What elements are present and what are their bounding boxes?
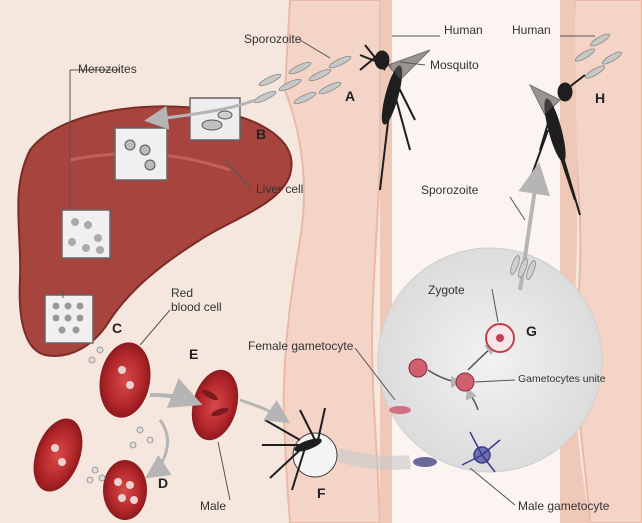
label-sporozoite-top: Sporozoite bbox=[244, 33, 301, 46]
stage-letter-a: A bbox=[345, 90, 355, 103]
red-blood-cell-d bbox=[103, 460, 147, 520]
female-gametocyte-cell bbox=[409, 359, 427, 377]
stage-letter-b: B bbox=[256, 128, 266, 141]
stage-letter-d: D bbox=[158, 477, 168, 490]
label-human-left: Human bbox=[444, 24, 483, 37]
stage-letter-g: G bbox=[526, 325, 537, 338]
label-female-gametocyte: Female gametocyte bbox=[248, 340, 353, 353]
label-mosquito: Mosquito bbox=[430, 59, 479, 72]
label-male-bottom: Male bbox=[200, 500, 226, 513]
label-liver-cell: Liver cell bbox=[256, 183, 303, 196]
label-male-gametocyte: Male gametocyte bbox=[518, 500, 609, 513]
label-red-blood-cell-1: Red bbox=[171, 287, 193, 300]
label-human-right: Human bbox=[512, 24, 551, 37]
gametocyte-union-cell bbox=[456, 373, 474, 391]
label-merozoites: Merozoites bbox=[78, 63, 137, 76]
stage-letter-f: F bbox=[317, 487, 326, 500]
female-gametocyte-body bbox=[389, 406, 411, 414]
label-red-blood-cell-2: blood cell bbox=[171, 301, 222, 314]
label-sporozoite-right: Sporozoite bbox=[421, 184, 478, 197]
stage-letter-e: E bbox=[189, 348, 198, 361]
liver-cell-box-3 bbox=[62, 210, 110, 258]
label-gametocytes-unite: Gametocytes unite bbox=[518, 373, 606, 386]
liver-cell-box-2 bbox=[115, 128, 167, 180]
label-zygote: Zygote bbox=[428, 284, 465, 297]
liver-cell-box-b bbox=[190, 98, 240, 140]
stage-letter-h: H bbox=[595, 92, 605, 105]
liver-cell-box-4 bbox=[45, 295, 93, 343]
male-gametocyte-body bbox=[413, 457, 437, 467]
mosquito-stomach-circle bbox=[378, 248, 602, 472]
stage-letter-c: C bbox=[112, 322, 122, 335]
